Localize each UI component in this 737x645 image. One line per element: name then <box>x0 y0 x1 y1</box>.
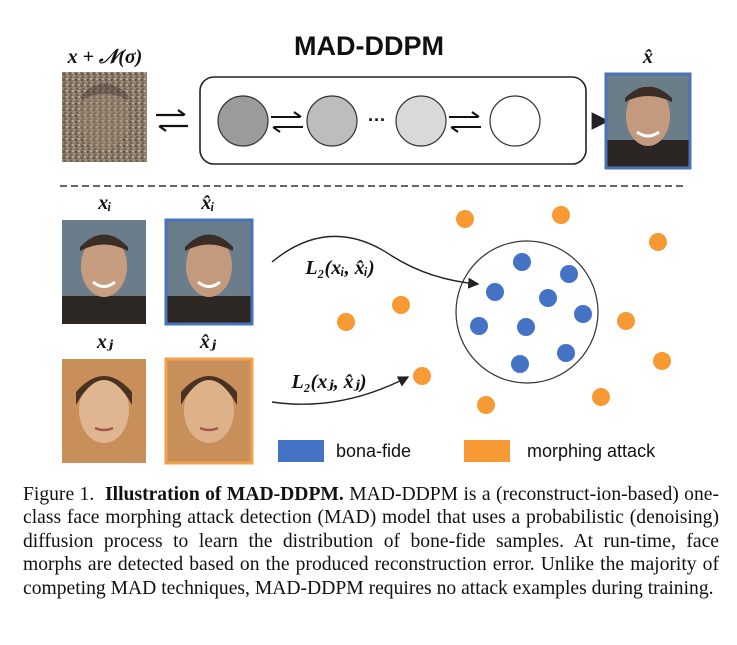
bona-fide-dot <box>557 344 575 362</box>
reconstructed-face-image <box>604 72 692 170</box>
bona-fide-dot <box>486 283 504 301</box>
figure-caption: Figure 1. Illustration of MAD-DDPM. MAD-… <box>23 483 719 600</box>
loss-label-bona-fide: L₂(xᵢ, x̂ᵢ) <box>304 257 374 279</box>
caption-text: MAD-DDPM is a (reconstruct-ion-based) on… <box>23 484 720 599</box>
xi-label: xᵢ <box>97 192 111 214</box>
morph-dot <box>552 206 570 224</box>
diffusion-state-1 <box>217 95 269 147</box>
morph-dot <box>392 296 410 314</box>
morph-dot <box>653 352 671 370</box>
legend-bona-fide-swatch <box>278 440 324 462</box>
loss-label-morph: L₂(xⱼ, x̂ⱼ) <box>290 371 366 393</box>
caption-title: Illustration of MAD-DDPM. <box>105 484 344 505</box>
bona-fide-samples <box>470 253 592 373</box>
caption-label: Figure 1. <box>23 484 95 505</box>
diffusion-state-4 <box>489 95 541 147</box>
legend-morph-swatch <box>464 440 510 462</box>
noisy-input-label: x + 𝒩(σ) <box>67 46 143 68</box>
bidirectional-arrow-icon <box>156 109 188 132</box>
diffusion-chain-box <box>199 76 587 165</box>
morph-dot <box>649 233 667 251</box>
xj-hat-label: x̂ⱼ <box>199 331 217 353</box>
morph-dot <box>413 367 431 385</box>
xj-label: xⱼ <box>96 331 114 353</box>
model-title: MAD-DDPM <box>294 31 444 61</box>
bona-fide-distribution-boundary <box>455 240 599 384</box>
morph-dot <box>477 396 495 414</box>
bona-fide-dot <box>517 318 535 336</box>
morph-dot <box>617 312 635 330</box>
figure-illustration: x + 𝒩(σ) MAD-DDPM x̂ ··· xᵢ x̂ <box>60 31 692 465</box>
diffusion-state-2 <box>306 95 358 147</box>
legend-bona-fide-label: bona-fide <box>336 441 411 461</box>
ellipsis: ··· <box>368 110 386 130</box>
morph-dot <box>592 388 610 406</box>
loss-arrow-morph <box>271 376 410 405</box>
morph-face-image <box>62 359 146 463</box>
xi-hat-label: x̂ᵢ <box>200 192 214 214</box>
bona-fide-dot <box>574 305 592 323</box>
morph-reconstruction-image <box>164 357 254 465</box>
bona-fide-dot <box>511 355 529 373</box>
morph-dot <box>456 210 474 228</box>
legend-morph-label: morphing attack <box>527 441 656 461</box>
diffusion-state-3 <box>395 95 447 147</box>
noisy-face-image <box>62 72 147 162</box>
bidirectional-arrow-icon <box>449 111 481 133</box>
bidirectional-arrow-icon <box>271 111 303 133</box>
bona-fide-reconstruction-image <box>164 218 254 326</box>
bona-fide-face-image <box>62 220 146 324</box>
bona-fide-dot <box>513 253 531 271</box>
output-label: x̂ <box>642 46 653 68</box>
bona-fide-dot <box>539 289 557 307</box>
bona-fide-dot <box>470 317 488 335</box>
bona-fide-dot <box>560 265 578 283</box>
loss-arrow-bona-fide <box>271 235 480 289</box>
morph-samples <box>337 206 671 414</box>
morph-dot <box>337 313 355 331</box>
